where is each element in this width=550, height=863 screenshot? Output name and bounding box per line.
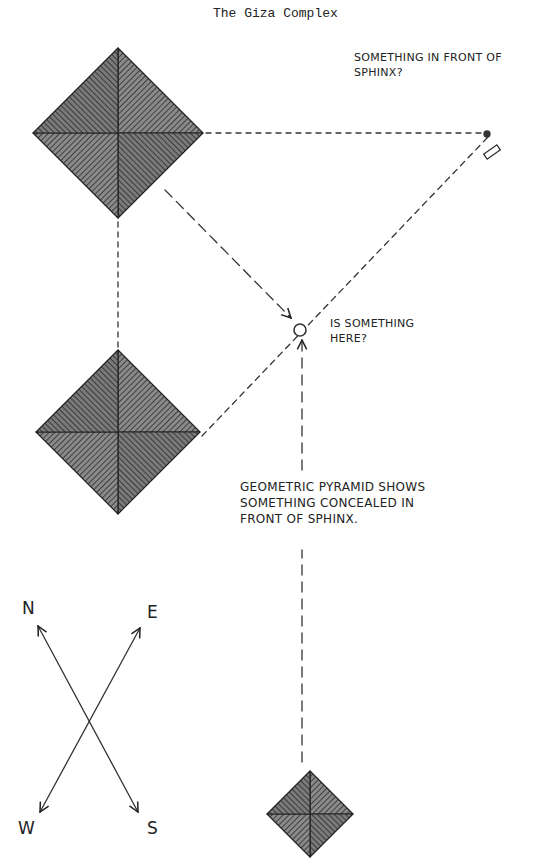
pyramid-face [267, 771, 310, 814]
target-circle [294, 324, 306, 336]
title: The Giza Complex [213, 6, 338, 21]
pointer-arrow [301, 340, 302, 470]
compass-letter: S [146, 820, 159, 837]
callout-note: IS SOMETHING HERE? [328, 316, 432, 348]
compass-letter: E [146, 604, 159, 621]
sight-line [202, 137, 488, 436]
compass-letter: W [17, 820, 36, 837]
pyramid-face [36, 432, 118, 514]
sight-line [117, 222, 118, 347]
compass-arrow [38, 626, 138, 812]
compass-letter: N [21, 600, 36, 617]
pointer-arrow [165, 190, 291, 318]
pyramid-face [267, 814, 310, 857]
callout-note: GEOMETRIC PYRAMID SHOWS SOMETHING CONCEA… [238, 478, 457, 529]
sphinx-mark [484, 145, 501, 159]
pointer-arrow [301, 550, 302, 762]
pyramid-face [33, 48, 118, 133]
callout-note: SOMETHING IN FRONT OF SPHINX? [352, 50, 506, 82]
pyramid-face [310, 771, 353, 814]
pyramid-face [118, 350, 200, 432]
pyramid-face [118, 48, 203, 133]
compass-arrow [40, 628, 140, 812]
pyramid-face [118, 432, 200, 514]
pyramid-face [118, 133, 203, 218]
pyramid-face [33, 133, 118, 218]
pyramid-face [36, 350, 118, 432]
target-dot [484, 131, 490, 137]
pyramid-group [33, 48, 353, 857]
sight-line [206, 132, 483, 133]
pyramid-face [310, 814, 353, 857]
